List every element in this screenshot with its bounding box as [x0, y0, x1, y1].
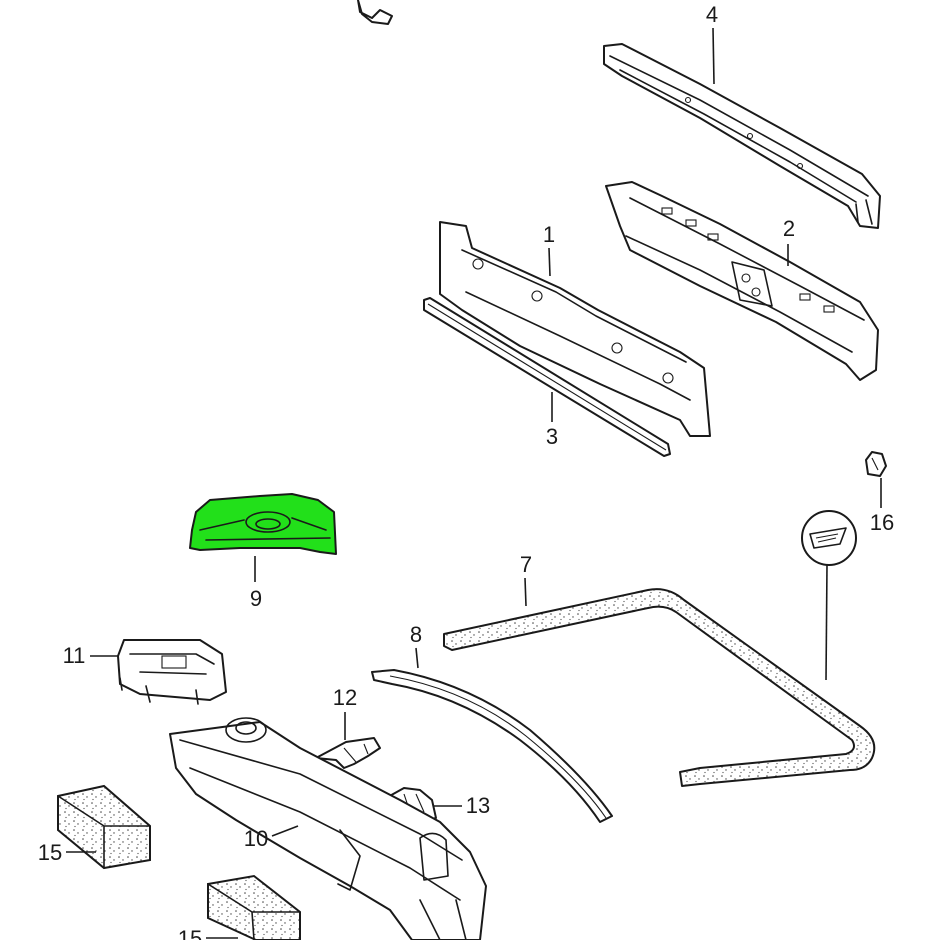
- part-10-cross-member[interactable]: [169, 717, 487, 940]
- callout-9: 9: [250, 586, 262, 611]
- part-9-highlighted-bracket[interactable]: [189, 493, 337, 555]
- part-12-small-bracket[interactable]: [315, 737, 381, 769]
- callout-12: 12: [333, 685, 357, 710]
- callout-2: 2: [783, 216, 795, 241]
- callout-7: 7: [520, 552, 532, 577]
- callout-15-b: 15: [178, 926, 202, 940]
- callout-3: 3: [546, 424, 558, 449]
- callout-15-a: 15: [38, 840, 62, 865]
- callout-4: 4: [706, 2, 718, 27]
- part-4-upper-rail[interactable]: [603, 43, 881, 229]
- callout-8: 8: [410, 622, 422, 647]
- callout-1: 1: [543, 222, 555, 247]
- part-16-grommet[interactable]: [865, 451, 887, 477]
- part-2-rear-panel[interactable]: [605, 181, 879, 381]
- part-1-panel[interactable]: [439, 221, 711, 437]
- part-15-foam-block-a[interactable]: [57, 784, 151, 870]
- callout-leaders: [66, 27, 882, 939]
- part-7-seal-loop[interactable]: [443, 588, 876, 787]
- part-9-highlight-fill: [189, 493, 337, 555]
- part-15-foam-block-b[interactable]: [207, 874, 301, 940]
- callout-11: 11: [63, 643, 86, 668]
- part-11-mount-plate[interactable]: [117, 639, 227, 705]
- callout-16: 16: [870, 510, 894, 535]
- callout-13: 13: [466, 793, 490, 818]
- callout-10: 10: [244, 826, 268, 851]
- part-top-clip[interactable]: [357, 0, 393, 25]
- part-emblem-disc[interactable]: [801, 510, 857, 566]
- part-3-seal-strip[interactable]: [423, 297, 671, 457]
- part-8-curved-strip[interactable]: [371, 669, 613, 823]
